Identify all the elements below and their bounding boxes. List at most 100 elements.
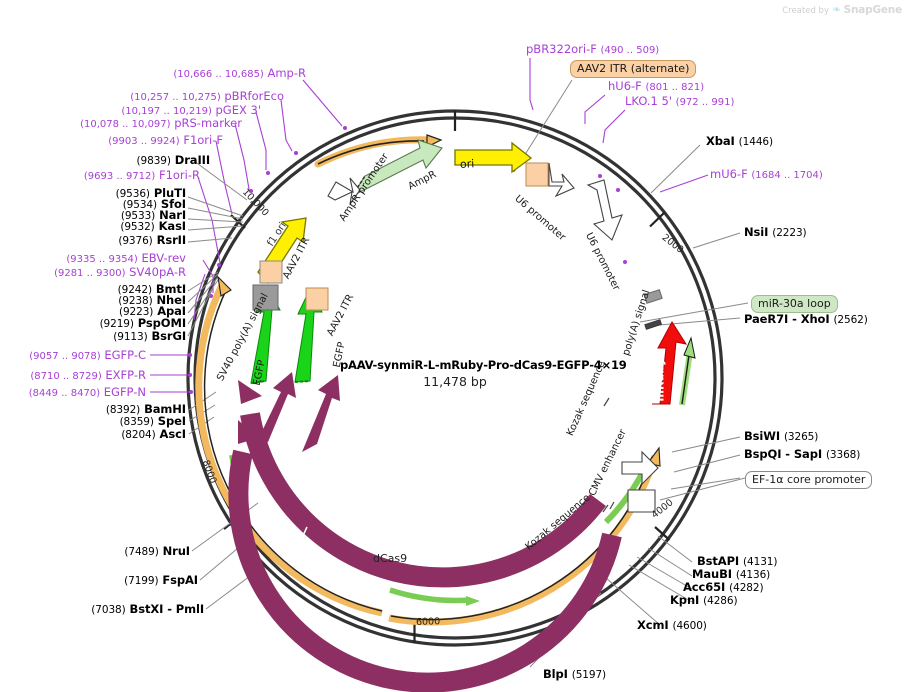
label-position: (8392) bbox=[105, 404, 141, 416]
label-name: NarI bbox=[159, 208, 186, 222]
label-name: Amp-R bbox=[267, 66, 306, 80]
label-enzyme-fspai: (7199) FspAI bbox=[20, 574, 198, 587]
label-enzyme-bsiwi: BsiWI (3265) bbox=[744, 430, 818, 443]
label-primer-sv40pa-r: (9281 .. 9300) SV40pA-R bbox=[0, 266, 186, 280]
label-name: BmtI bbox=[155, 282, 186, 296]
label-position: (3368) bbox=[825, 449, 861, 461]
label-primer-pgex3: (10,197 .. 10,219) pGEX 3' bbox=[20, 104, 261, 118]
boxed-label-mir30a-loop: miR-30a loop bbox=[751, 295, 838, 313]
label-position: (801 .. 821) bbox=[645, 82, 705, 93]
feature-arrow-ampr bbox=[350, 139, 443, 198]
label-primer-f1ori-r: (9693 .. 9712) F1ori-R bbox=[10, 169, 200, 183]
label-enzyme-pspomi: (9219) PspOMI bbox=[20, 316, 187, 330]
feature-label-dcas9: dCas9 bbox=[373, 552, 408, 565]
label-position: (9533) bbox=[120, 210, 156, 222]
feature-arrow-maroon-small-2 bbox=[302, 375, 340, 452]
feature-arrow-mruby3 bbox=[652, 321, 688, 405]
label-position: (4286) bbox=[703, 595, 738, 607]
label-enzyme-bamhi: (8392) BamHI bbox=[20, 403, 186, 416]
label-position: (2223) bbox=[772, 227, 807, 239]
label-primer-ebv-rev: (9335 .. 9354) EBV-rev bbox=[10, 252, 186, 266]
feature-box-sv40-polya bbox=[252, 284, 279, 311]
label-primer-f1ori-f: (9903 .. 9924) F1ori-F bbox=[20, 134, 223, 148]
label-position: (9238) bbox=[118, 295, 153, 307]
label-name: pRS-marker bbox=[174, 116, 242, 130]
label-name: Acc65I bbox=[683, 580, 726, 594]
label-position: (4136) bbox=[735, 569, 771, 581]
label-name: BspQI - SapI bbox=[744, 447, 823, 461]
label-enzyme-nari: (9533) NarI bbox=[20, 209, 186, 222]
label-name: hU6-F bbox=[608, 79, 642, 93]
label-name: pGEX 3' bbox=[215, 103, 262, 117]
snapgene-brand: SnapGene bbox=[843, 4, 903, 16]
label-enzyme-nhei: (9238) NheI bbox=[20, 294, 186, 307]
label-name: F1ori-R bbox=[158, 168, 200, 182]
label-name: SV40pA-R bbox=[129, 265, 186, 279]
label-name: NsiI bbox=[744, 225, 769, 239]
plasmid-size: 11,478 bp bbox=[423, 374, 487, 389]
primer-ticks bbox=[188, 126, 627, 394]
label-enzyme-xbai: XbaI (1446) bbox=[706, 135, 773, 148]
label-enzyme-bsrgi: (9113) BsrGI bbox=[20, 330, 186, 343]
label-name: PspOMI bbox=[137, 316, 186, 330]
label-position: (9903 .. 9924) bbox=[108, 136, 180, 147]
label-position: (490 .. 509) bbox=[600, 45, 660, 56]
feature-label-cas9: Cas9 bbox=[415, 530, 444, 544]
snapgene-credit: Created by ❧ SnapGene bbox=[782, 3, 902, 16]
label-primer-amp-r: (10,666 .. 10,685) Amp-R bbox=[20, 67, 306, 81]
label-name: EGFP-N bbox=[103, 385, 146, 399]
label-position: (8204) bbox=[121, 429, 156, 441]
label-primer-exfp-r: (8710 .. 8729) EXFP-R bbox=[0, 369, 146, 383]
label-name: EXFP-R bbox=[105, 368, 146, 382]
label-position: (10,197 .. 10,219) bbox=[121, 106, 212, 117]
leaf-icon: ❧ bbox=[831, 3, 841, 16]
feature-arrow-cmv-enhancer bbox=[621, 450, 659, 513]
label-name: NruI bbox=[162, 544, 190, 558]
label-name: KasI bbox=[158, 219, 187, 233]
label-position: (4282) bbox=[729, 582, 764, 594]
feature-mark-kozak-2 bbox=[602, 501, 615, 513]
label-position: (9223) bbox=[118, 306, 154, 318]
label-position: (9376) bbox=[118, 235, 153, 247]
feature-box-aav2-itr-1 bbox=[259, 260, 283, 284]
label-enzyme-asci: (8204) AscI bbox=[20, 428, 186, 441]
label-enzyme-nsii: NsiI (2223) bbox=[744, 226, 807, 239]
label-name: EGFP-C bbox=[104, 348, 146, 362]
label-position: (10,257 .. 10,275) bbox=[130, 92, 221, 103]
label-position: (7199) bbox=[124, 575, 159, 587]
label-enzyme-paer7i-xhoi: PaeR7I - XhoI (2562) bbox=[744, 313, 868, 326]
label-name: BsrGI bbox=[151, 329, 187, 343]
label-enzyme-bspqi-sapi: BspQI - SapI (3368) bbox=[744, 448, 860, 461]
label-enzyme-nrui: (7489) NruI bbox=[20, 545, 190, 558]
label-name: DraIII bbox=[174, 153, 210, 167]
label-position: (8359) bbox=[119, 416, 154, 428]
label-position: (8449 .. 8470) bbox=[28, 388, 101, 399]
label-name: PaeR7I - XhoI bbox=[744, 312, 830, 326]
feature-arrow-ampr-promoter bbox=[327, 177, 361, 205]
label-primer-egfp-c: (9057 .. 9078) EGFP-C bbox=[0, 349, 146, 363]
label-position: (10,666 .. 10,685) bbox=[173, 69, 264, 80]
feature-label-mruby3: mRuby3 bbox=[653, 351, 667, 402]
label-primer-lko1-5prime: LKO.1 5' (972 .. 991) bbox=[625, 95, 734, 109]
label-enzyme-draiii: (9839) DraIII bbox=[20, 153, 211, 167]
label-position: (9532) bbox=[120, 221, 155, 233]
label-name: BamHI bbox=[144, 402, 186, 416]
label-position: (9335 .. 9354) bbox=[66, 254, 138, 265]
leader-lines-primer-left bbox=[150, 79, 343, 393]
label-enzyme-kasi: (9532) KasI bbox=[20, 220, 186, 233]
label-name: mU6-F bbox=[710, 167, 748, 181]
label-name: LKO.1 5' bbox=[625, 94, 673, 108]
label-name: FspAI bbox=[162, 573, 198, 587]
label-primer-egfp-n: (8449 .. 8470) EGFP-N bbox=[0, 386, 146, 400]
label-enzyme-maubi: MauBI (4136) bbox=[692, 568, 770, 581]
label-name: XbaI bbox=[706, 134, 735, 148]
label-position: (1446) bbox=[738, 136, 773, 148]
label-position: (9534) bbox=[122, 199, 158, 211]
label-enzyme-pluti: (9536) PluTI bbox=[20, 187, 187, 200]
label-position: (4600) bbox=[672, 620, 707, 632]
label-name: ApaI bbox=[157, 304, 186, 318]
leader-line-ef1a bbox=[659, 477, 746, 501]
label-name: SfoI bbox=[160, 197, 186, 211]
